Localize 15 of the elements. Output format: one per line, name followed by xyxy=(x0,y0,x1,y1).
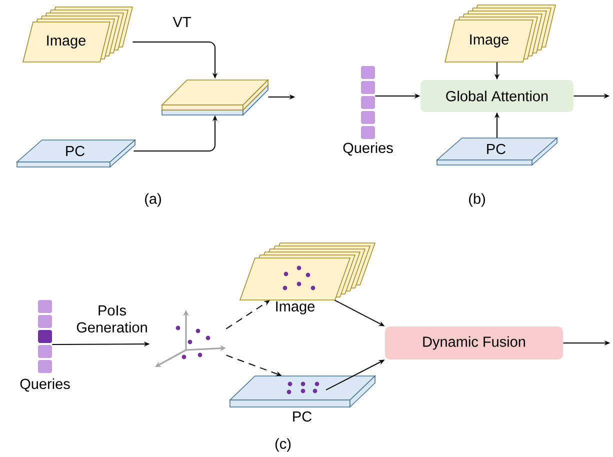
node-label: Queries xyxy=(343,142,393,156)
image-stack: Image xyxy=(444,4,556,62)
node-label: Image xyxy=(276,301,315,314)
attention-box: Global Attention xyxy=(420,80,574,112)
query-tokens: Queries xyxy=(20,300,70,392)
edge-label: VT xyxy=(172,16,192,28)
panel-label: (c) xyxy=(275,438,291,452)
panel-label: (b) xyxy=(469,193,485,207)
panel-label: (a) xyxy=(145,193,161,207)
node-label: Queries xyxy=(20,378,70,392)
image-stack: Image xyxy=(22,6,134,62)
fusion-box: Dynamic Fusion xyxy=(385,326,563,360)
query-tokens: Queries xyxy=(343,66,393,156)
edge-label: PoIs Generation xyxy=(71,304,153,334)
node-label: PC xyxy=(293,411,312,422)
